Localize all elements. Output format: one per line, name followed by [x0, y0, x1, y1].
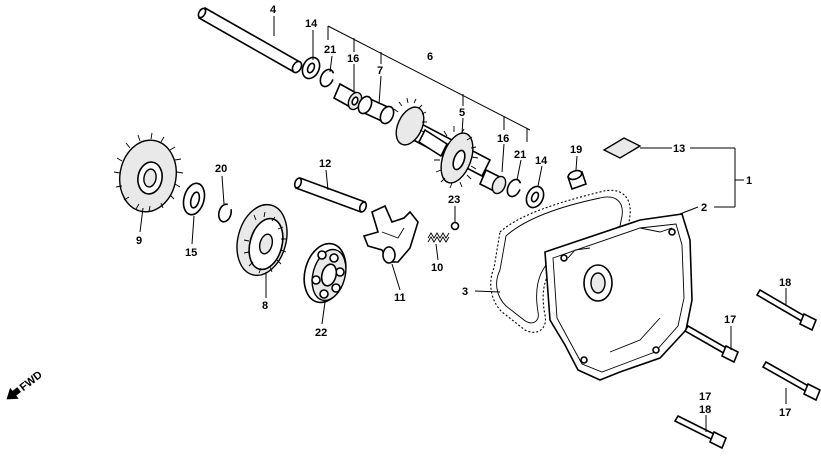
callout-16-top: 16 [347, 53, 359, 65]
callout-8: 8 [262, 300, 268, 312]
callout-10: 10 [431, 262, 443, 274]
callout-7: 7 [377, 65, 383, 77]
part-15-washer [182, 182, 206, 216]
part-17-bolt-lower-right [761, 360, 821, 402]
part-17-bolt-middle [683, 324, 740, 364]
callout-21-bottom: 21 [514, 149, 526, 161]
callout-12: 12 [319, 158, 331, 170]
part-20-snap-ring [217, 203, 233, 223]
callout-21-top: 21 [324, 44, 336, 56]
part-13-label-plate [602, 137, 642, 159]
part-16-bearing-top [332, 82, 363, 111]
callout-22: 22 [315, 327, 327, 339]
callout-labels: 4 14 21 16 7 6 5 16 21 14 19 13 1 2 3 9 … [136, 4, 791, 419]
part-23-ball [450, 221, 460, 231]
callout-6: 6 [427, 51, 433, 63]
callout-2: 2 [701, 202, 707, 214]
callout-9: 9 [136, 235, 142, 247]
part-14-washer-top [301, 56, 321, 80]
callout-3: 3 [462, 286, 468, 298]
callout-17-middle: 17 [724, 314, 736, 326]
part-11-shift-fork [362, 204, 419, 264]
callout-14-bottom: 14 [535, 155, 548, 167]
part-3-gasket [490, 189, 631, 333]
part-19-dowel-pin [566, 169, 588, 191]
callout-17-bottom: 17 [699, 391, 711, 403]
part-9-gear [113, 132, 184, 213]
leader-lines [139, 16, 787, 432]
part-17-18-bolt-bottom [673, 414, 728, 450]
callout-19: 19 [570, 144, 582, 156]
callout-16-bottom: 16 [497, 133, 509, 145]
part-22-ball-bearing [303, 242, 347, 304]
callout-13: 13 [673, 143, 685, 155]
part-21-circlip-top [319, 68, 335, 88]
forward-direction-indicator: FWD [6, 369, 45, 400]
callout-20: 20 [215, 163, 227, 175]
part-4-shaft [197, 6, 303, 74]
part-6-countershaft [393, 97, 492, 189]
part-2-side-cover [544, 213, 693, 381]
callout-18-bottom: 18 [699, 404, 711, 416]
callout-17-lower-right: 17 [779, 407, 791, 419]
part-8-gear-hub [236, 203, 288, 277]
part-21-circlip-bottom [506, 178, 522, 198]
direction-label: FWD [18, 369, 45, 394]
callout-4: 4 [270, 4, 277, 16]
part-14-washer-bottom [525, 185, 545, 209]
callout-18-right: 18 [779, 277, 791, 289]
part-12-fork-shaft [293, 176, 368, 214]
part-18-bolt-right [755, 288, 818, 332]
callout-1: 1 [746, 175, 752, 187]
callout-23: 23 [448, 194, 460, 206]
part-16-bearing-bottom [478, 168, 507, 195]
callout-11: 11 [394, 292, 406, 304]
callout-5: 5 [459, 107, 465, 119]
part-10-spring [427, 232, 450, 243]
forward-arrow-icon [6, 387, 21, 400]
part-7-bushing [357, 95, 395, 125]
callout-14-top: 14 [305, 18, 318, 30]
callout-15: 15 [185, 247, 197, 259]
